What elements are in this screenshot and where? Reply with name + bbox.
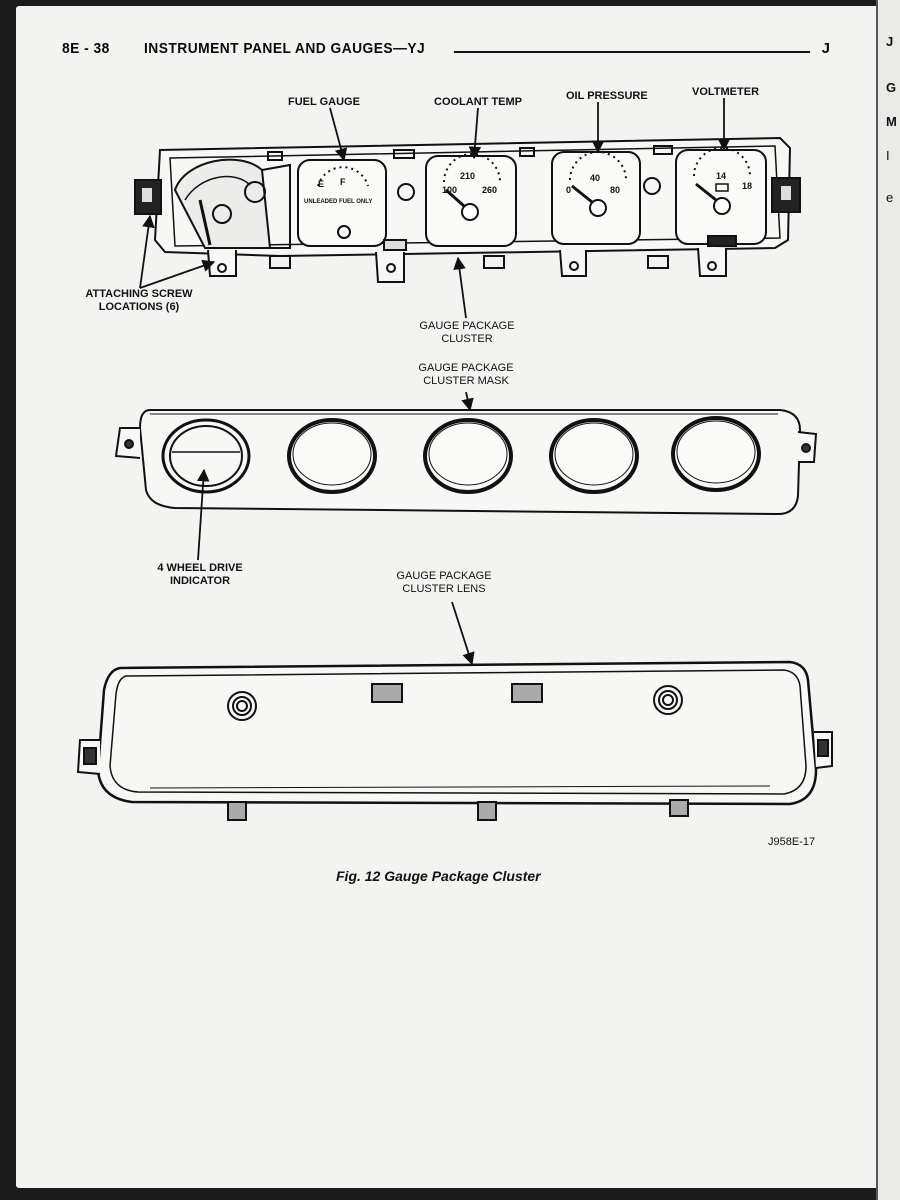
page-letter: J xyxy=(821,40,830,57)
label-indicator-line1: 4 WHEEL DRIVE xyxy=(157,562,243,574)
volt-mid-mark: 14 xyxy=(716,171,727,181)
header-rule xyxy=(454,51,810,53)
label-indicator-line2: INDICATOR xyxy=(169,575,231,587)
temp-top-mark: 210 xyxy=(460,171,476,181)
label-attaching-screw-line2: LOCATIONS (6) xyxy=(98,301,180,313)
figure-caption: Fig. 12 Gauge Package Cluster xyxy=(336,868,541,884)
gauge-package-cluster-lens xyxy=(76,660,833,821)
oil-low-mark: 0 xyxy=(566,185,572,195)
label-4wd-indicator: 4 WHEEL DRIVE INDICATOR xyxy=(148,562,252,588)
temp-low-mark: 100 xyxy=(442,185,458,195)
oil-high-mark: 80 xyxy=(610,185,621,195)
oil-mid-mark: 40 xyxy=(590,173,601,183)
edge-glyph: e xyxy=(886,190,894,205)
label-attaching-screw-line1: ATTACHING SCREW xyxy=(85,288,193,300)
gauge-package-cluster-mask xyxy=(114,409,818,516)
label-lens-line1: GAUGE PACKAGE xyxy=(396,570,492,582)
label-cluster-mask: GAUGE PACKAGE CLUSTER MASK xyxy=(406,362,526,388)
temp-high-mark: 260 xyxy=(482,185,498,195)
label-cluster-line1: GAUGE PACKAGE xyxy=(419,320,515,332)
edge-glyph: I xyxy=(886,148,890,163)
label-cluster-lens: GAUGE PACKAGE CLUSTER LENS xyxy=(384,570,504,596)
label-fuel-gauge: FUEL GAUGE xyxy=(288,96,360,108)
section-number: 8E - 38 xyxy=(62,40,110,57)
edge-glyph: J xyxy=(886,34,894,49)
label-mask-line2: CLUSTER MASK xyxy=(423,375,509,387)
fuel-empty-mark: E xyxy=(318,179,325,189)
next-page-edge: J G M I e xyxy=(876,0,900,1200)
section-title: INSTRUMENT PANEL AND GAUGES—YJ xyxy=(144,40,426,57)
label-cluster: GAUGE PACKAGE CLUSTER xyxy=(412,320,522,346)
figure-code: J958E-17 xyxy=(768,836,816,848)
edge-glyph: M xyxy=(886,114,897,129)
label-oil-pressure: OIL PRESSURE xyxy=(566,90,648,102)
label-attaching-screw: ATTACHING SCREW LOCATIONS (6) xyxy=(80,288,198,314)
label-lens-line2: CLUSTER LENS xyxy=(402,583,486,595)
fuel-full-mark: F xyxy=(340,177,346,187)
gauge-package-cluster xyxy=(134,136,801,283)
leader-lines xyxy=(139,98,731,666)
edge-glyph: G xyxy=(886,80,897,95)
volt-high-mark: 18 xyxy=(742,181,753,191)
label-coolant-temp: COOLANT TEMP xyxy=(434,96,522,108)
label-cluster-line2: CLUSTER xyxy=(441,333,493,345)
fuel-face-text: UNLEADED FUEL ONLY xyxy=(304,199,373,205)
label-mask-line1: GAUGE PACKAGE xyxy=(418,362,514,374)
page-header: 8E - 38 INSTRUMENT PANEL AND GAUGES—YJ J xyxy=(62,40,842,64)
label-voltmeter: VOLTMETER xyxy=(692,86,760,98)
